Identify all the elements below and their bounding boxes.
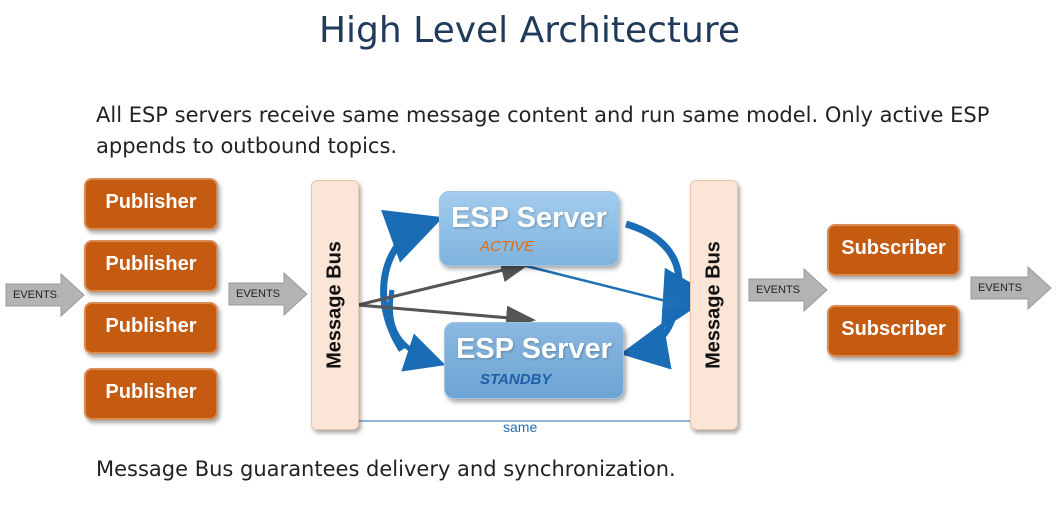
page-title: High Level Architecture: [318, 10, 741, 51]
events-arrow-output: EVENTS: [970, 265, 1052, 311]
message-bus-left: Message Bus: [311, 180, 359, 430]
line-bus-to-active: [357, 258, 531, 307]
curve-arrow-bus-to-active: [380, 209, 444, 352]
line-bus-to-standby: [357, 303, 536, 330]
subscriber-box-1: Subscriber: [827, 224, 960, 276]
events-label: EVENTS: [13, 289, 58, 301]
events-arrow-input: EVENTS: [5, 272, 85, 318]
esp-server-standby: ESP Server STANDBY: [444, 322, 624, 399]
events-arrow-bus-to-subscribers: EVENTS: [748, 267, 828, 313]
message-bus-left-label: Message Bus: [323, 241, 346, 369]
publisher-box-2: Publisher: [84, 240, 218, 292]
message-bus-right-label: Message Bus: [702, 241, 725, 369]
esp-server-standby-status: STANDBY: [480, 371, 552, 388]
esp-server-active-status: ACTIVE: [480, 238, 535, 255]
curve-arrow-bus-to-standby: [387, 289, 446, 372]
events-label: EVENTS: [978, 282, 1023, 294]
description-text: All ESP servers receive same message con…: [96, 103, 990, 158]
esp-server-standby-title: ESP Server: [456, 333, 612, 365]
curve-arrow-bus-to-standby-right: [620, 309, 678, 370]
same-label: same: [503, 419, 538, 435]
message-bus-right: Message Bus: [690, 180, 738, 430]
footer-text: Message Bus guarantees delivery and sync…: [96, 457, 676, 481]
block-arrow-icon: [748, 267, 828, 313]
block-arrow-icon: [970, 265, 1052, 311]
esp-server-active-title: ESP Server: [451, 202, 607, 234]
events-label: EVENTS: [756, 284, 801, 296]
publisher-box-3: Publisher: [84, 302, 218, 354]
publisher-box-4: Publisher: [84, 368, 218, 420]
block-arrow-icon: [228, 271, 308, 317]
block-arrow-icon: [5, 272, 85, 318]
subscriber-box-2: Subscriber: [827, 305, 960, 357]
events-label: EVENTS: [236, 288, 281, 300]
publisher-box-1: Publisher: [84, 178, 218, 230]
curve-arrow-active-to-bus: [624, 220, 714, 331]
line-active-to-bus: [525, 264, 689, 311]
events-arrow-publishers-to-bus: EVENTS: [228, 271, 308, 317]
esp-server-active: ESP Server ACTIVE: [439, 191, 619, 266]
